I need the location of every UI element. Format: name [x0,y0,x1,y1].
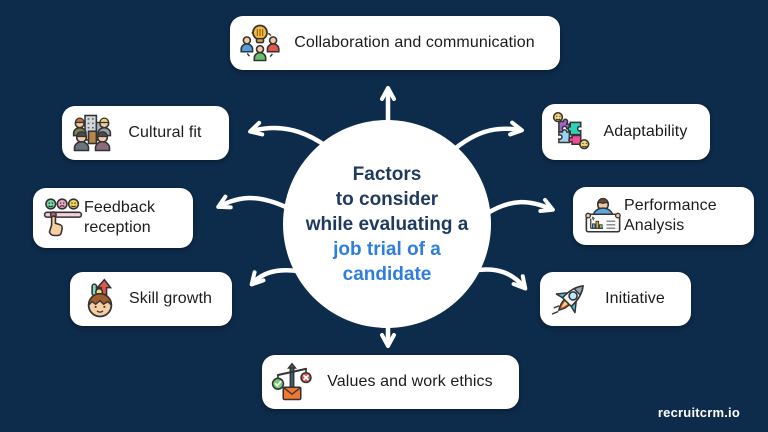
factor-box-adaptability: Adaptability [542,104,710,160]
factor-label: Values and work ethics [327,373,493,390]
factor-box-values-work-ethics: Values and work ethics [262,355,519,409]
center-title-line: Factors [352,163,422,185]
center-topic-circle: Factors to consider while evaluating a j… [283,120,491,328]
arrow-lower-right [469,267,528,291]
factor-label: Initiative [605,290,665,307]
adaptability-icon [551,111,593,153]
factor-label: Feedback reception [84,199,156,236]
arrow-left [216,194,291,211]
collaboration-icon [239,22,281,64]
factor-box-skill-growth: Skill growth [70,272,232,326]
center-title-line-accent: candidate [342,263,432,285]
skill-growth-icon [79,278,121,320]
initiative-icon [549,278,591,320]
factor-box-feedback-reception: Feedback reception [33,188,193,248]
factor-label: Skill growth [128,290,212,307]
cultural-fit-icon [71,112,113,154]
factor-box-performance-analysis: Performance Analysis [573,187,754,245]
factor-label: Collaboration and communication [294,34,535,51]
performance-analysis-icon [582,195,624,237]
watermark-brand: recruitcrm.io [657,405,740,420]
feedback-reception-icon [42,197,84,239]
factor-label: Adaptability [603,123,688,140]
factor-label: Cultural fit [128,124,202,141]
center-title-line-accent: job trial of a [333,238,441,260]
center-title-line: while evaluating a [305,213,469,235]
factor-box-cultural-fit: Cultural fit [62,106,229,160]
values-work-ethics-icon [271,361,313,403]
factor-box-initiative: Initiative [540,272,691,326]
center-title-line: to consider [335,188,439,210]
arrow-right [483,197,555,217]
factor-box-collaboration: Collaboration and communication [230,16,560,70]
factor-label: Performance Analysis [624,197,717,234]
